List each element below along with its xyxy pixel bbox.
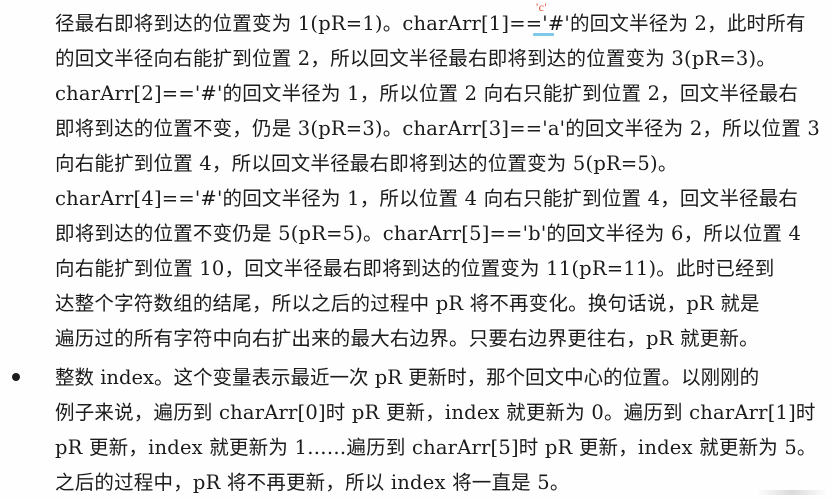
text-line-segment: charArr[4]=='#'的回文半径为 1，所以位置 4 向右只能扩到位置 … [55, 187, 799, 210]
text-line: 例子来说，遍历到 charArr[0]时 pR 更新，index 就更新为 0。… [55, 395, 827, 430]
text-line-content: 例子来说，遍历到 charArr[0]时 pR 更新，index 就更新为 0。… [55, 395, 827, 430]
text-line: 向右能扩到位置 10，回文半径最右即将到达的位置变为 11(pR=11)。此时已… [55, 251, 827, 286]
text-line: pR 更新，index 就更新为 1……遍历到 charArr[5]时 pR 更… [55, 430, 827, 465]
text-line: charArr[4]=='#'的回文半径为 1，所以位置 4 向右只能扩到位置 … [55, 181, 827, 216]
text-line-content: 即将到达的位置不变，仍是 3(pR=3)。charArr[3]=='a'的回文半… [55, 111, 827, 146]
text-line: 即将到达的位置不变仍是 5(pR=5)。charArr[5]=='b'的回文半径… [55, 216, 827, 251]
text-line: charArr[2]=='#'的回文半径为 1，所以位置 2 向右只能扩到位置 … [55, 76, 827, 111]
text-line: 达整个字符数组的结尾，所以之后的过程中 pR 将不再变化。换句话说，pR 就是 [55, 286, 827, 321]
text-line-segment: 之后的过程中，pR 将不再更新，所以 index 将一直是 5。 [55, 471, 570, 494]
text-line-content: 径最右即将到达的位置变为 1(pR=1)。charArr[1]=='#'的回文半… [55, 6, 827, 41]
text-line: 的回文半径向右能扩到位置 2，所以回文半径最右即将到达的位置变为 3(pR=3)… [55, 41, 827, 76]
text-line-segment: charArr[2]=='#'的回文半径为 1，所以位置 2 向右只能扩到位置 … [55, 82, 799, 105]
text-line-segment: 向右能扩到位置 10，回文半径最右即将到达的位置变为 11(pR=11)。此时已… [55, 257, 775, 280]
text-line-content: charArr[4]=='#'的回文半径为 1，所以位置 4 向右只能扩到位置 … [55, 181, 827, 216]
text-line-segment: 例子来说，遍历到 charArr[0]时 pR 更新，index 就更新为 0。… [55, 401, 816, 424]
text-line-content: 的回文半径向右能扩到位置 2，所以回文半径最右即将到达的位置变为 3(pR=3)… [55, 41, 815, 76]
text-line-content: 遍历过的所有字符中向右扩出来的最大右边界。只要右边界更往右，pR 就更新。 [55, 321, 815, 356]
blue-underline-annotation [533, 33, 554, 36]
text-line-segment: 向右能扩到位置 4，所以回文半径最右即将到达的位置变为 5(pR=5)。 [55, 152, 678, 175]
bullet-continuation-block: 例子来说，遍历到 charArr[0]时 pR 更新，index 就更新为 0。… [55, 395, 827, 500]
text-line-segment: 达整个字符数组的结尾，所以之后的过程中 pR 将不再变化。换句话说，pR 就是 [55, 292, 760, 315]
text-line-segment: 径最右即将到达的位置变为 1(pR=1)。charArr[1]=='#'的回文半… [55, 12, 806, 35]
text-line-content: 向右能扩到位置 4，所以回文半径最右即将到达的位置变为 5(pR=5)。 [55, 146, 755, 181]
text-line-content: 之后的过程中，pR 将不再更新，所以 index 将一直是 5。 [55, 465, 827, 500]
bullet-item-line: 整数 index。这个变量表示最近一次 pR 更新时，那个回文中心的位置。以刚刚… [55, 366, 760, 389]
text-line-content: charArr[2]=='#'的回文半径为 1，所以位置 2 向右只能扩到位置 … [55, 76, 827, 111]
text-line: 即将到达的位置不变，仍是 3(pR=3)。charArr[3]=='a'的回文半… [55, 111, 827, 146]
handwritten-c-annotation: 'c' [536, 0, 548, 14]
bullet-marker-icon [12, 373, 20, 381]
text-line: 遍历过的所有字符中向右扩出来的最大右边界。只要右边界更往右，pR 就更新。 [55, 321, 827, 356]
text-line-segment: 的回文半径向右能扩到位置 2，所以回文半径最右即将到达的位置变为 3(pR=3)… [55, 47, 777, 70]
text-line: 径最右即将到达的位置变为 1(pR=1)。charArr[1]=='#'的回文半… [55, 6, 827, 41]
text-line-segment: 遍历过的所有字符中向右扩出来的最大右边界。只要右边界更往右，pR 就更新。 [55, 327, 759, 350]
text-line-segment: 即将到达的位置不变仍是 5(pR=5)。charArr[5]=='b'的回文半径… [55, 222, 802, 245]
text-line-content: 向右能扩到位置 10，回文半径最右即将到达的位置变为 11(pR=11)。此时已… [55, 251, 827, 286]
text-line: 向右能扩到位置 4，所以回文半径最右即将到达的位置变为 5(pR=5)。 [55, 146, 827, 181]
text-line-content: 达整个字符数组的结尾，所以之后的过程中 pR 将不再变化。换句话说，pR 就是 [55, 286, 827, 321]
bullet-list-item: 整数 index。这个变量表示最近一次 pR 更新时，那个回文中心的位置。以刚刚… [0, 360, 833, 395]
text-line: 之后的过程中，pR 将不再更新，所以 index 将一直是 5。 [55, 465, 827, 500]
text-line-segment: 即将到达的位置不变，仍是 3(pR=3)。charArr[3]=='a'的回文半… [55, 117, 820, 140]
text-line-content: 即将到达的位置不变仍是 5(pR=5)。charArr[5]=='b'的回文半径… [55, 216, 827, 251]
text-line-content: pR 更新，index 就更新为 1……遍历到 charArr[5]时 pR 更… [55, 430, 817, 465]
text-line-segment: pR 更新，index 就更新为 1……遍历到 charArr[5]时 pR 更… [55, 436, 817, 459]
paragraph-block: 径最右即将到达的位置变为 1(pR=1)。charArr[1]=='#'的回文半… [55, 6, 827, 356]
scan-artifact [757, 490, 827, 495]
